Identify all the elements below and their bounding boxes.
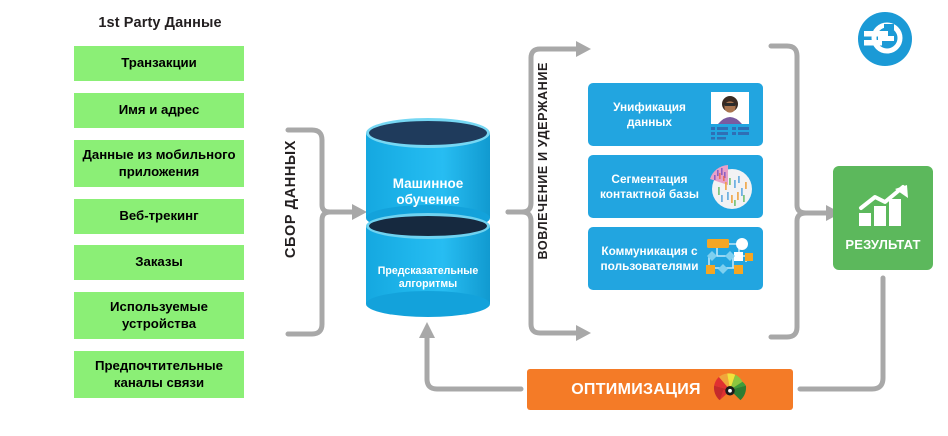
source-box-name-address[interactable]: Имя и адрес (74, 93, 244, 128)
page-title: 1st Party Данные (98, 15, 222, 31)
capability-label: Унификация данных (613, 99, 686, 129)
source-box-label: Веб-трекинг (119, 208, 199, 224)
machine-learning-database-cylinder[interactable]: Машинное обучение Предсказательные алгор… (366, 118, 490, 318)
source-box-preferred-channels[interactable]: Предпочтительные каналы связи (74, 351, 244, 398)
source-box-label: Заказы (135, 254, 183, 270)
flow-network-icon (703, 234, 757, 284)
source-box-transactions[interactable]: Транзакции (74, 46, 244, 81)
source-box-devices-used[interactable]: Используемые устройства (74, 292, 244, 339)
source-box-mobile-app-data[interactable]: Данные из мобильного приложения (74, 140, 244, 187)
result-box[interactable]: РЕЗУЛЬТАТ (833, 166, 933, 270)
stage-label-collect: СБОР ДАННЫХ (283, 140, 299, 259)
cylinder-top-ellipse (366, 118, 490, 148)
source-box-web-tracking[interactable]: Веб-трекинг (74, 199, 244, 234)
optimization-bar[interactable]: ОПТИМИЗАЦИЯ (527, 369, 793, 410)
result-label: РЕЗУЛЬТАТ (845, 237, 921, 252)
capability-panel-contact-segmentation[interactable]: Сегментация контактной базы (588, 155, 763, 218)
growth-bar-chart-icon (855, 184, 911, 233)
capability-panel-user-communication[interactable]: Коммуникация с пользователями (588, 227, 763, 290)
optimization-label: ОПТИМИЗАЦИЯ (571, 380, 701, 398)
pie-chart-people-icon (703, 162, 757, 212)
e-circle-logo-icon[interactable] (856, 10, 914, 68)
stage-label-engage: ВОВЛЕЧЕНИЕ И УДЕРЖАНИЕ (536, 62, 550, 260)
source-box-label: Данные из мобильного приложения (82, 147, 236, 179)
source-box-label: Предпочтительные каналы связи (95, 358, 223, 390)
source-box-label: Имя и адрес (118, 102, 200, 118)
capability-label: Сегментация контактной базы (600, 171, 699, 201)
source-box-label: Используемые устройства (110, 299, 208, 331)
source-box-orders[interactable]: Заказы (74, 245, 244, 280)
speedometer-gauge-icon (711, 371, 749, 408)
capability-panel-data-unification[interactable]: Унификация данных (588, 83, 763, 146)
source-box-label: Транзакции (121, 55, 197, 71)
cylinder-label-bottom: Предсказательные алгоритмы (377, 265, 479, 290)
cylinder-label-top: Машинное обучение (392, 176, 464, 208)
id-card-icon (703, 90, 757, 140)
capability-label: Коммуникация с пользователями (600, 243, 699, 273)
